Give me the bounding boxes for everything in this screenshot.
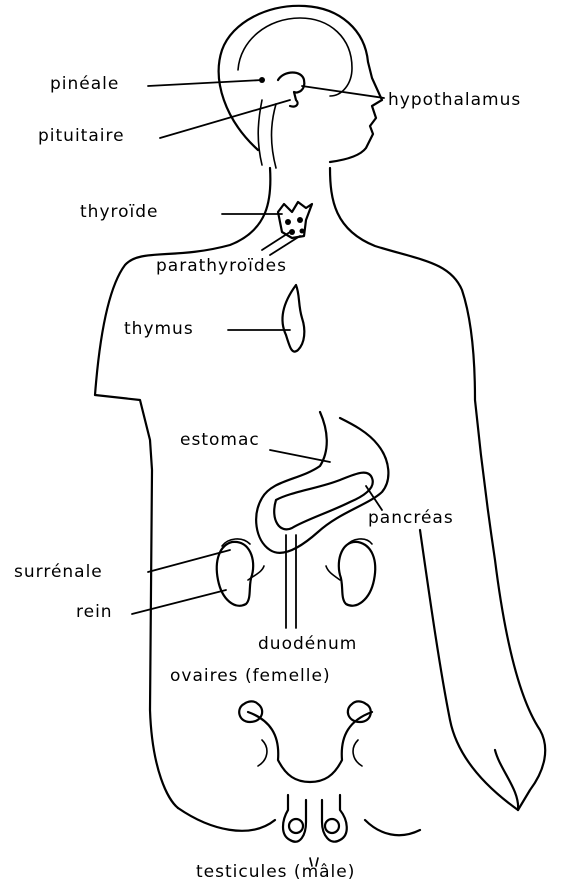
- label-surrenale: surrénale: [14, 564, 103, 581]
- label-ovaires: ovaires (femelle): [170, 668, 331, 685]
- spinal-cord-inner: [272, 104, 277, 168]
- left-ovary: [239, 701, 262, 722]
- head-outline: [219, 6, 382, 162]
- left-ureter: [248, 566, 264, 580]
- right-arm-inner: [420, 530, 518, 810]
- leader-pineale: [148, 80, 262, 86]
- brain-outline: [238, 18, 352, 96]
- label-pituitaire: pituitaire: [38, 128, 125, 145]
- leader-estomac: [270, 450, 330, 462]
- label-rein: rein: [76, 604, 113, 621]
- label-pancreas: pancréas: [368, 510, 454, 527]
- right-leg-outline: [365, 820, 420, 835]
- right-kidney: [339, 542, 375, 606]
- parathyroid-dot-2: [297, 217, 303, 223]
- label-duodenum: duodénum: [258, 636, 357, 653]
- left-testicle: [289, 819, 303, 833]
- uterus-base: [258, 740, 362, 766]
- label-parathyroides: parathyroïdes: [156, 258, 287, 275]
- leader-rein: [132, 590, 226, 614]
- parathyroid-dot-4: [300, 229, 305, 234]
- thymus-shape: [283, 285, 305, 352]
- leader-parathyroid-1: [262, 232, 290, 250]
- label-thyroide: thyroïde: [80, 204, 159, 221]
- left-leg-outline: [178, 808, 275, 831]
- testicles-shape: [283, 795, 347, 842]
- label-testicules: testicules (mâle): [196, 864, 355, 881]
- right-testicle: [325, 819, 339, 833]
- label-thymus: thymus: [124, 321, 194, 338]
- leader-hypothalamus: [302, 86, 384, 98]
- parathyroid-dot-1: [285, 219, 291, 225]
- label-estomac: estomac: [180, 432, 260, 449]
- thyroid-shape: [278, 202, 312, 238]
- label-pineale: pinéale: [50, 76, 119, 93]
- leader-parathyroid-2: [270, 236, 300, 255]
- leader-pancreas: [366, 486, 382, 510]
- label-hypothalamus: hypothalamus: [388, 92, 521, 109]
- body-right-outline: [330, 168, 545, 810]
- pancreas-shape: [274, 473, 373, 530]
- stomach-shape: [256, 412, 388, 553]
